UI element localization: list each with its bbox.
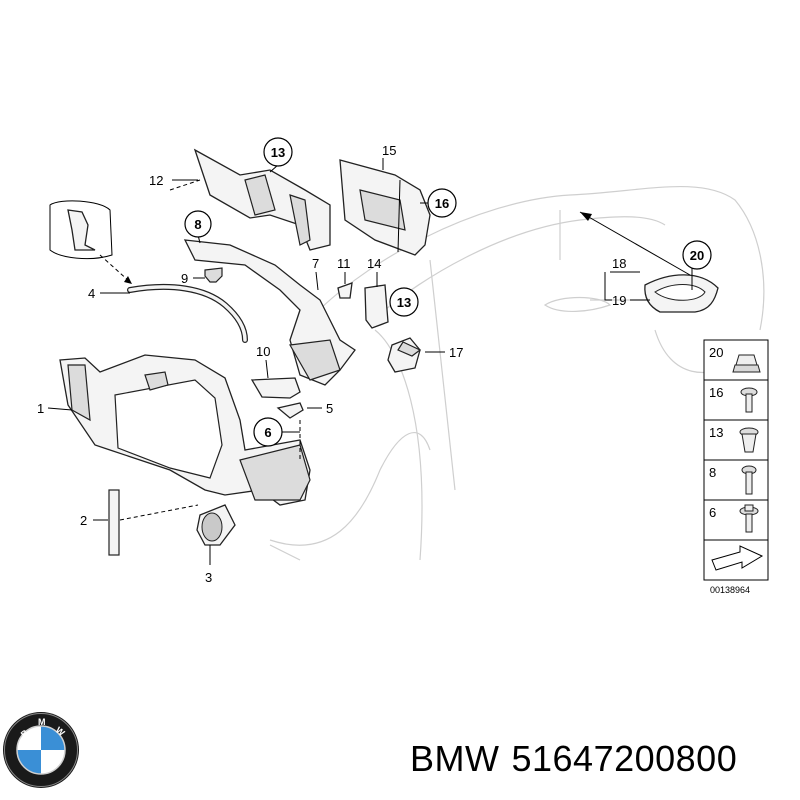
callout-5: 5: [326, 401, 333, 416]
part-7-long-bracket: [183, 239, 356, 386]
part-9-fastener: [204, 267, 223, 283]
callout-18: 18: [612, 256, 626, 271]
callout-19: 19: [612, 293, 626, 308]
fastener-legend: 20 16 13 8 6: [703, 339, 769, 581]
callout-15: 15: [382, 143, 396, 158]
svg-text:M: M: [38, 717, 46, 727]
expanding-rivet-icon: [739, 427, 759, 453]
part-14-pad: [364, 284, 389, 329]
part-18-fuel-flap: [644, 274, 719, 313]
callout-circle-13a: 13: [263, 137, 293, 167]
car-body-outline: [269, 185, 765, 561]
callout-13b: 13: [397, 295, 411, 310]
part-5-clip: [276, 402, 304, 419]
part-number: 51647200800: [511, 738, 738, 779]
part-10-bracket: [250, 377, 301, 399]
callout-3: 3: [205, 570, 212, 585]
part-12-upper-bracket: [193, 148, 331, 251]
callout-10: 10: [256, 344, 270, 359]
callout-12: 12: [149, 173, 163, 188]
callout-11: 11: [337, 256, 351, 271]
legend-label-20: 20: [709, 345, 723, 360]
callout-17: 17: [449, 345, 463, 360]
part-number-caption: BMW 51647200800: [410, 738, 749, 780]
brand-name: BMW: [410, 738, 500, 779]
callout-20: 20: [690, 248, 704, 263]
callout-circle-13b: 13: [389, 287, 419, 317]
callout-circle-20: 20: [682, 240, 712, 270]
callout-16: 16: [435, 196, 449, 211]
callout-9: 9: [181, 271, 188, 286]
callout-8: 8: [194, 217, 201, 232]
callout-7: 7: [312, 256, 319, 271]
callout-circle-8: 8: [184, 210, 212, 238]
part-4-seal: [127, 283, 248, 343]
callout-4: 4: [88, 286, 95, 301]
callout-14: 14: [367, 256, 381, 271]
nut-icon: [732, 354, 761, 373]
callout-6: 6: [264, 425, 271, 440]
seal-section-detail: [49, 200, 113, 260]
part-17-block: [387, 337, 422, 373]
callout-1: 1: [37, 401, 44, 416]
part-15-housing: [339, 159, 431, 256]
svg-text:B: B: [19, 727, 31, 739]
screw-icon-16: [740, 387, 758, 413]
flange-bolt-icon-6: [739, 504, 759, 533]
part-3-duct: [196, 504, 236, 546]
legend-label-8: 8: [709, 465, 716, 480]
callout-circle-16: 16: [427, 188, 457, 218]
part-11-clip: [337, 282, 353, 299]
callout-circle-6: 6: [253, 417, 283, 447]
legend-label-13: 13: [709, 425, 723, 440]
part-2-strip: [108, 489, 120, 556]
bmw-logo: B M W: [3, 712, 79, 788]
callout-2: 2: [80, 513, 87, 528]
part-1-front-panel: [59, 354, 311, 506]
callout-13a: 13: [271, 145, 285, 160]
legend-label-6: 6: [709, 505, 716, 520]
legend-label-16: 16: [709, 385, 723, 400]
bolt-icon-8: [741, 465, 757, 495]
diagram-reference-number: 00138964: [710, 585, 750, 595]
view-direction-arrow-icon: [711, 545, 764, 571]
